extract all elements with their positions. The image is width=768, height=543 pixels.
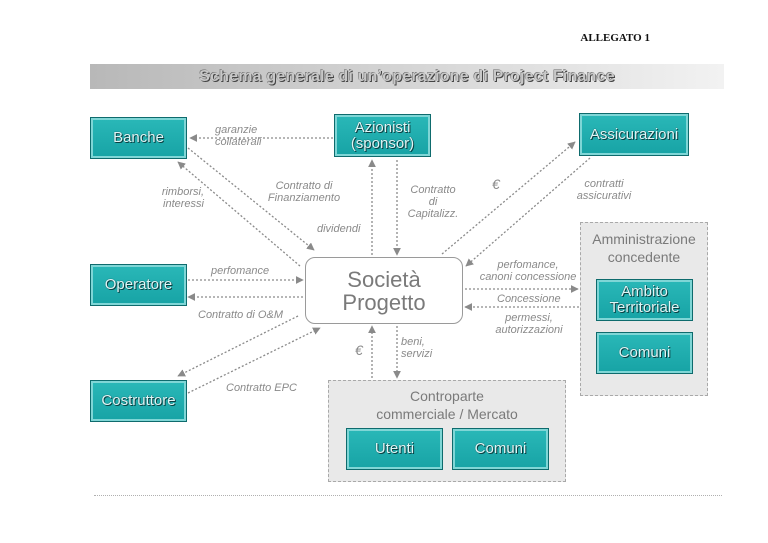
diagram-title: Schema generale di un’operazione di Proj… bbox=[199, 67, 615, 85]
euro-symbol-assicurazioni: € bbox=[492, 176, 500, 192]
arrow-epc bbox=[187, 327, 321, 394]
arrow-euro-costruttore bbox=[177, 315, 299, 377]
panel-controparte-title: Controparte commerciale / Mercato bbox=[376, 388, 518, 422]
node-costruttore: Costruttore bbox=[90, 380, 187, 422]
arrow-contratti-assic bbox=[465, 157, 591, 267]
node-societa-label: Società Progetto bbox=[342, 266, 426, 315]
node-banche-label: Banche bbox=[113, 129, 164, 146]
arrow-euro-assic bbox=[441, 141, 576, 255]
node-comuni-right-label: Comuni bbox=[618, 344, 671, 361]
label-rimborsi: rimborsi, interessi bbox=[161, 186, 204, 210]
node-comuni-bottom-label: Comuni bbox=[474, 440, 527, 457]
bottom-divider bbox=[94, 495, 722, 496]
label-permessi: permessi, autorizzazioni bbox=[495, 312, 563, 336]
node-assicurazioni: Assicurazioni bbox=[579, 113, 689, 156]
label-garanzie: garanzie collaterali bbox=[215, 124, 262, 148]
node-costruttore-label: Costruttore bbox=[101, 392, 176, 409]
label-dividendi: dividendi bbox=[317, 223, 361, 235]
label-contratto-om: Contratto di O&M bbox=[198, 309, 283, 321]
node-comuni-bottom: Comuni bbox=[452, 428, 549, 470]
label-contratto-finanziamento: Contratto di Finanziamento bbox=[267, 180, 341, 204]
node-comuni-right: Comuni bbox=[596, 332, 693, 374]
attachment-label: ALLEGATO 1 bbox=[580, 32, 650, 44]
label-beni-servizi: beni, servizi bbox=[401, 336, 433, 360]
node-operatore-label: Operatore bbox=[104, 276, 173, 293]
euro-symbol-costruttore: € bbox=[355, 342, 363, 358]
arrow-rimborsi bbox=[177, 161, 301, 267]
node-banche: Banche bbox=[90, 117, 187, 159]
node-ambito-label: Ambito Territoriale bbox=[609, 283, 680, 316]
label-perfomance-left: perfomance bbox=[211, 265, 270, 277]
arrow-finanziamento bbox=[187, 147, 315, 251]
node-societa-progetto: Società Progetto bbox=[305, 257, 463, 324]
node-azionisti-label: Azionisti (sponsor) bbox=[350, 118, 415, 152]
label-perfomance-right: perfomance, canoni concessione bbox=[479, 259, 577, 283]
label-contratti-assicurativi: contratti assicurativi bbox=[576, 178, 632, 202]
node-utenti-label: Utenti bbox=[374, 440, 415, 457]
node-azionisti: Azionisti (sponsor) bbox=[334, 114, 431, 157]
node-assicurazioni-label: Assicurazioni bbox=[589, 125, 679, 143]
label-concessione: Concessione bbox=[497, 293, 561, 305]
title-bar: Schema generale di un’operazione di Proj… bbox=[90, 64, 724, 89]
node-ambito-territoriale: Ambito Territoriale bbox=[596, 279, 693, 321]
label-contratto-epc: Contratto EPC bbox=[226, 382, 297, 394]
label-contratto-capitalizz: Contratto di Capitalizz. bbox=[407, 184, 459, 220]
panel-amministrazione-title: Amministrazione concedente bbox=[592, 231, 696, 265]
node-operatore: Operatore bbox=[90, 264, 187, 306]
node-utenti: Utenti bbox=[346, 428, 443, 470]
